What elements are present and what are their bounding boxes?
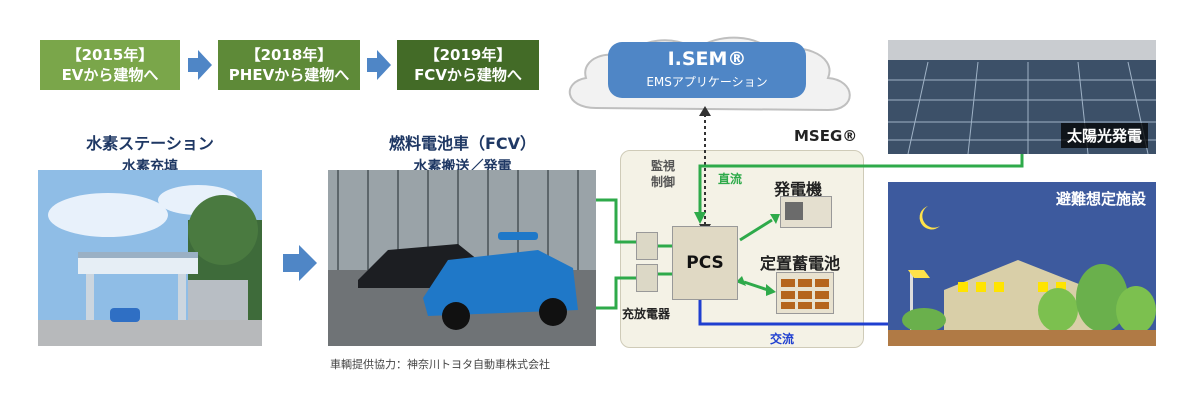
isem-box: I.SEM® EMSアプリケーション [608,42,806,98]
stage-arrow-1 [188,58,198,72]
stage-label: PHEVから建物へ [228,66,350,84]
ac-label: 交流 [770,332,795,346]
control-label: 制御 [651,175,676,189]
monitor-label: 監視 [651,159,676,173]
solar-panel-photo: 太陽光発電 [888,40,1156,154]
stage-label: EVから建物へ [61,66,159,84]
shelter-label: 避難想定施設 [1055,190,1146,208]
stage-2015: 【2015年】 EVから建物へ [40,40,180,90]
stage-arrow-head-2 [377,50,391,80]
isem-subtitle: EMSアプリケーション [646,75,768,89]
fcv-title: 燃料電池車（FCV） [388,134,537,153]
mseg-panel [620,150,864,348]
shelter-illustration: 避難想定施設 [888,182,1156,346]
isem-title: I.SEM® [667,48,747,70]
stage-year: 【2018年】 [245,46,333,64]
charger-unit-1 [636,232,658,260]
battery-label: 定置蓄電池 [760,254,841,273]
vehicle-credit: 車輌提供協力：神奈川トヨタ自動車株式会社 [330,358,550,371]
station-title: 水素ステーション [86,134,214,153]
fcv-photo [328,170,596,346]
mseg-title: MSEG® [794,127,858,145]
battery-unit [776,272,834,314]
charger-label: 充放電器 [622,307,671,321]
dc-label: 直流 [718,172,743,186]
stage-2019: 【2019年】 FCVから建物へ [397,40,539,90]
stage-year: 【2019年】 [424,46,512,64]
pcs-box: PCS [672,226,738,300]
generator-label: 発電機 [774,180,823,199]
pcs-label: PCS [686,253,724,273]
flow-arrow-head [299,245,317,281]
generator-unit [780,196,832,228]
stage-2018: 【2018年】 PHEVから建物へ [218,40,360,90]
hydrogen-station-photo [38,170,262,346]
solar-label: 太陽光発電 [1060,123,1148,148]
stage-label: FCVから建物へ [414,66,522,84]
stage-year: 【2015年】 [66,46,154,64]
charger-unit-2 [636,264,658,292]
stage-arrow-2 [367,58,377,72]
stage-arrow-head-1 [198,50,212,80]
flow-arrow-body [283,254,299,272]
